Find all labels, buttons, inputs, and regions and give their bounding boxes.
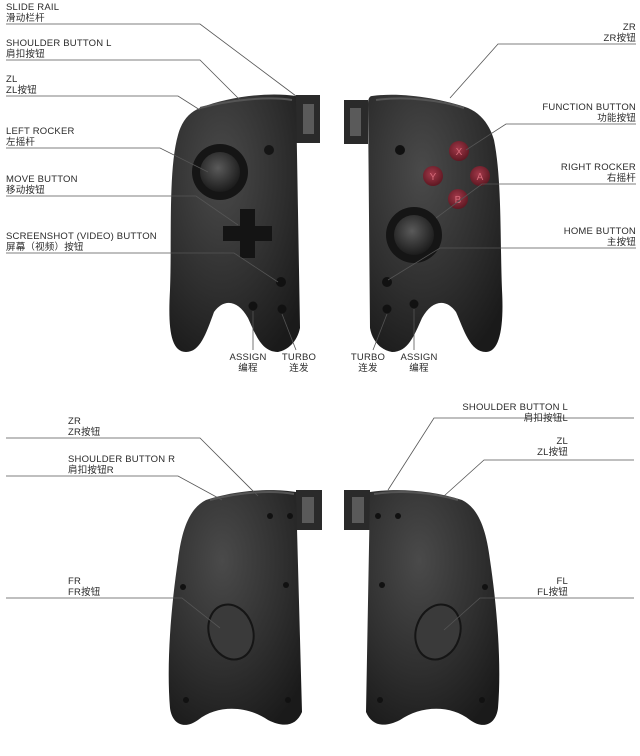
label-en: HOME BUTTON xyxy=(564,226,636,237)
label-en: ZL xyxy=(537,436,568,447)
left-controller-body xyxy=(169,95,300,353)
label-home-button: HOME BUTTON 主按钮 xyxy=(564,226,636,248)
label-right-rocker: RIGHT ROCKER 右摇杆 xyxy=(561,162,636,184)
label-cn: 编程 xyxy=(226,363,270,374)
assign-button-left[interactable] xyxy=(249,302,258,311)
label-shoulder-button-l: SHOULDER BUTTON L 肩扣按钮 xyxy=(6,38,112,60)
label-back-zl: ZL ZL按钮 xyxy=(537,436,568,458)
b-glyph: B xyxy=(455,195,462,206)
label-screenshot-button: SCREENSHOT (VIDEO) BUTTON 屏幕（视频）按钮 xyxy=(6,231,157,253)
label-turbo-right: TURBO 连发 xyxy=(346,352,390,374)
front-right-controller xyxy=(344,95,502,352)
label-cn: ZL按钮 xyxy=(537,447,568,458)
label-turbo-left: TURBO 连发 xyxy=(277,352,321,374)
label-cn: 连发 xyxy=(346,363,390,374)
label-function-button: FUNCTION BUTTON 功能按钮 xyxy=(542,102,636,124)
function-button[interactable] xyxy=(395,145,405,155)
label-en: ASSIGN xyxy=(397,352,441,363)
label-en: TURBO xyxy=(277,352,321,363)
label-cn: FR按钮 xyxy=(68,587,100,598)
label-back-zr: ZR ZR按钮 xyxy=(68,416,100,438)
label-en: LEFT ROCKER xyxy=(6,126,75,137)
label-move-button: MOVE BUTTON 移动按钮 xyxy=(6,174,78,196)
label-assign-right: ASSIGN 编程 xyxy=(397,352,441,374)
y-glyph: Y xyxy=(430,172,437,183)
label-en: ZR xyxy=(604,22,636,33)
label-cn: 肩扣按钮L xyxy=(462,413,568,424)
label-en: SHOULDER BUTTON R xyxy=(68,454,175,465)
label-en: TURBO xyxy=(346,352,390,363)
label-en: ZL xyxy=(6,74,37,85)
label-cn: ZR按钮 xyxy=(68,427,100,438)
x-glyph: X xyxy=(456,147,463,158)
label-cn: 编程 xyxy=(397,363,441,374)
label-slide-rail: SLIDE RAIL 滑动栏杆 xyxy=(6,2,59,24)
label-left-rocker: LEFT ROCKER 左摇杆 xyxy=(6,126,75,148)
turbo-button-right[interactable] xyxy=(383,305,392,314)
label-cn: 肩扣按钮 xyxy=(6,49,112,60)
a-glyph: A xyxy=(477,172,484,183)
front-left-controller xyxy=(169,95,320,353)
label-cn: 移动按钮 xyxy=(6,185,78,196)
label-fl: FL FL按钮 xyxy=(537,576,568,598)
label-en: SHOULDER BUTTON L xyxy=(462,402,568,413)
label-cn: 滑动栏杆 xyxy=(6,13,59,24)
label-back-shoulder-button-l: SHOULDER BUTTON L 肩扣按钮L xyxy=(462,402,568,424)
label-cn: ZR按钮 xyxy=(604,33,636,44)
label-cn: 右摇杆 xyxy=(561,173,636,184)
label-en: ZR xyxy=(68,416,100,427)
label-en: ASSIGN xyxy=(226,352,270,363)
label-cn: 主按钮 xyxy=(564,237,636,248)
label-cn: FL按钮 xyxy=(537,587,568,598)
label-en: SLIDE RAIL xyxy=(6,2,59,13)
label-zl: ZL ZL按钮 xyxy=(6,74,37,96)
label-en: RIGHT ROCKER xyxy=(561,162,636,173)
label-cn: 连发 xyxy=(277,363,321,374)
label-en: SHOULDER BUTTON L xyxy=(6,38,112,49)
label-assign-left: ASSIGN 编程 xyxy=(226,352,270,374)
label-cn: 功能按钮 xyxy=(542,113,636,124)
label-cn: 左摇杆 xyxy=(6,137,75,148)
label-cn: 肩扣按钮R xyxy=(68,465,175,476)
label-zr: ZR ZR按钮 xyxy=(604,22,636,44)
back-left-controller xyxy=(169,490,322,725)
label-fr: FR FR按钮 xyxy=(68,576,100,598)
label-en: FUNCTION BUTTON xyxy=(542,102,636,113)
label-en: FR xyxy=(68,576,100,587)
zl-small-button[interactable] xyxy=(264,145,274,155)
label-en: MOVE BUTTON xyxy=(6,174,78,185)
label-cn: ZL按钮 xyxy=(6,85,37,96)
label-shoulder-button-r: SHOULDER BUTTON R 肩扣按钮R xyxy=(68,454,175,476)
label-cn: 屏幕（视频）按钮 xyxy=(6,242,157,253)
assign-button-right[interactable] xyxy=(410,300,419,309)
label-en: SCREENSHOT (VIDEO) BUTTON xyxy=(6,231,157,242)
back-right-controller xyxy=(344,490,499,725)
turbo-button-left[interactable] xyxy=(278,305,287,314)
label-en: FL xyxy=(537,576,568,587)
